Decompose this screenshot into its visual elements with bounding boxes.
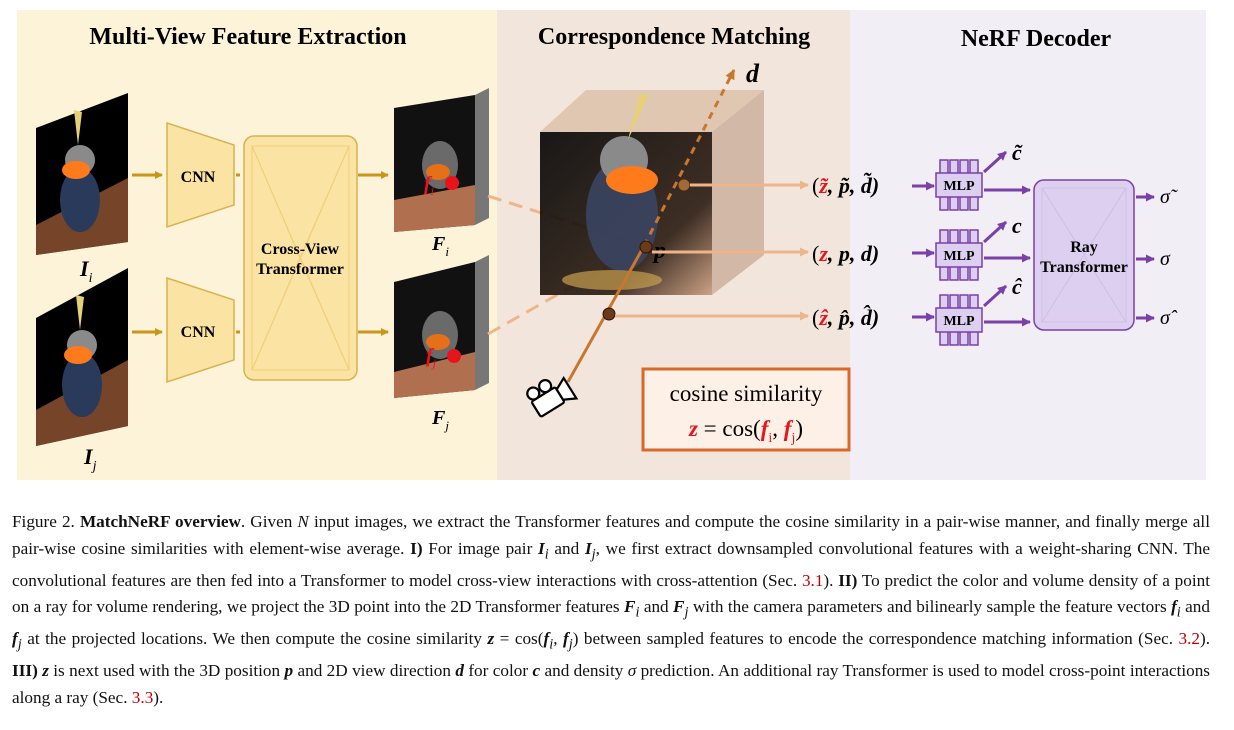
feature-map-i [394,88,489,232]
ray-transformer-line1: Ray [1070,239,1098,256]
ray-sample-bottom [602,307,616,321]
decoder-input-top: (z̃, p̃, d̃) [812,173,879,198]
image-i-label: Ii [79,256,93,286]
figure-caption: Figure 2. MatchNeRF overview. Given N in… [12,512,1210,707]
decoder-input-bottom: (ẑ, p̂, d̂) [812,304,879,330]
transformer-label-line1: Cross-View [261,241,340,258]
scene-cube [540,90,764,295]
direction-d-label: d [746,59,760,88]
extraction-title: Multi-View Feature Extraction [89,24,406,50]
ray-transformer-block [1033,179,1135,331]
color-top-label: c̃ [1012,140,1023,165]
fj-label: fj [426,345,437,370]
matching-title: Correspondence Matching [538,24,810,50]
sample-point-fj [447,349,461,363]
cnn-top-label: CNN [181,169,216,186]
decoder-panel [850,10,1206,480]
cosine-title: cosine similarity [670,381,823,406]
feature-j-label: Fj [431,407,449,433]
sec-ref-3-2[interactable]: 3.2 [1178,629,1200,649]
sigma-mid-label: σ [1160,248,1171,270]
cross-view-transformer-block [243,135,358,381]
matchnerf-overview-figure: Multi-View Feature Extraction Correspond… [17,10,1206,480]
decoder-input-mid: (z, p, d) [812,241,879,266]
cosine-equation: z = cos(fi, fj) [688,416,803,446]
cosine-similarity-box [641,367,851,452]
ray-sample-mid [639,240,653,254]
mlp-block-bottom [935,294,983,346]
mlp-mid-label: MLP [943,249,975,264]
feature-i-label: Fi [431,233,449,259]
ray-transformer-line2: Transformer [1040,259,1128,276]
camera-icon [526,375,579,418]
ray-sample-top [677,178,691,192]
transformer-label-line2: Transformer [256,261,344,278]
mlp-bottom-label: MLP [943,314,975,329]
color-bottom-label: ĉ [1012,274,1023,299]
cnn-bottom-label: CNN [181,324,216,341]
mlp-block-top [935,159,983,211]
cnn-block-bottom [166,276,235,384]
color-mid-label: c [1012,213,1022,238]
mlp-top-label: MLP [943,179,975,194]
fi-label: fi [424,173,434,198]
sec-ref-3-1[interactable]: 3.1 [801,570,824,590]
ray-direction [642,69,736,247]
input-image-j [36,268,128,446]
image-j-label: Ij [83,444,97,474]
mlp-block-mid [935,229,983,281]
decoder-title: NeRF Decoder [961,26,1112,52]
input-image-i [36,93,128,255]
sample-point-fi [445,176,459,190]
cnn-block-top [166,121,235,229]
feature-map-j [394,255,489,398]
sec-ref-3-3[interactable]: 3.3 [131,687,154,707]
